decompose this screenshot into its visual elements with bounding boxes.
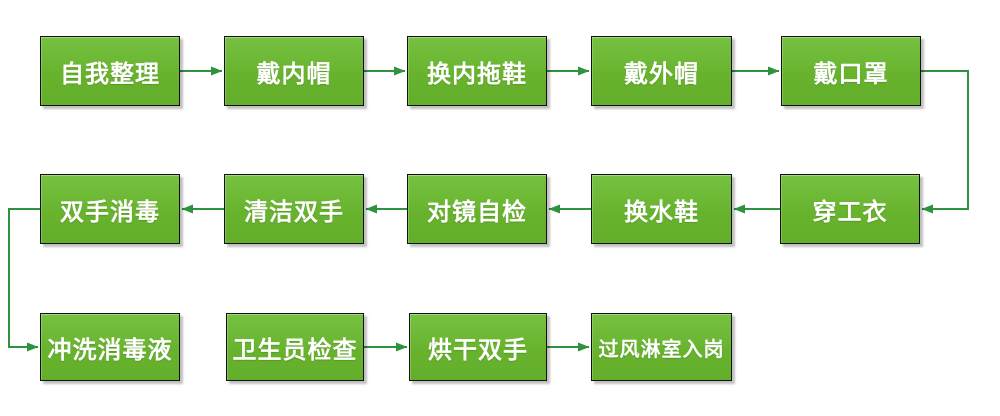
flow-node-label: 对镜自检 (427, 197, 527, 226)
flow-node-label: 戴外帽 (624, 59, 699, 88)
connector-wear-mask-to-wear-work-clothes (921, 70, 969, 214)
flow-node-label: 自我整理 (60, 59, 160, 88)
flow-node-hygienist-check: 卫生员检查 (226, 313, 364, 381)
flow-node-dry-hands: 烘干双手 (409, 313, 547, 381)
connector-hand-disinfect-to-rinse-disinfectant (8, 208, 40, 352)
flow-node-label: 清洁双手 (244, 197, 344, 226)
flow-node-change-water-boots: 换水鞋 (591, 174, 732, 244)
flow-node-wear-outer-cap: 戴外帽 (591, 36, 732, 106)
flow-node-label: 冲洗消毒液 (47, 335, 173, 364)
flow-node-clean-hands: 清洁双手 (224, 174, 364, 244)
flow-node-label: 过风淋室入岗 (598, 336, 725, 361)
flow-node-label: 戴口罩 (813, 59, 889, 88)
flow-node-label: 烘干双手 (428, 335, 528, 364)
flow-node-rinse-disinfectant: 冲洗消毒液 (40, 313, 180, 381)
flow-node-wear-mask: 戴口罩 (781, 36, 921, 106)
flow-node-hand-disinfect: 双手消毒 (40, 174, 180, 244)
flow-node-label: 双手消毒 (60, 197, 160, 226)
flow-node-mirror-self-check: 对镜自检 (407, 174, 547, 244)
flow-node-label: 戴内帽 (256, 59, 332, 88)
flow-node-label: 穿工衣 (812, 197, 888, 226)
flow-node-air-shower-entry: 过风淋室入岗 (591, 313, 732, 381)
flow-node-wear-work-clothes: 穿工衣 (780, 174, 920, 244)
flow-node-label: 换水鞋 (624, 197, 699, 226)
flow-node-wear-inner-cap: 戴内帽 (224, 36, 364, 106)
flow-node-self-tidy: 自我整理 (40, 36, 180, 106)
flow-node-change-inner-slippers: 换内拖鞋 (407, 36, 547, 106)
flow-node-label: 卫生员检查 (232, 335, 358, 364)
flow-node-label: 换内拖鞋 (427, 59, 527, 88)
